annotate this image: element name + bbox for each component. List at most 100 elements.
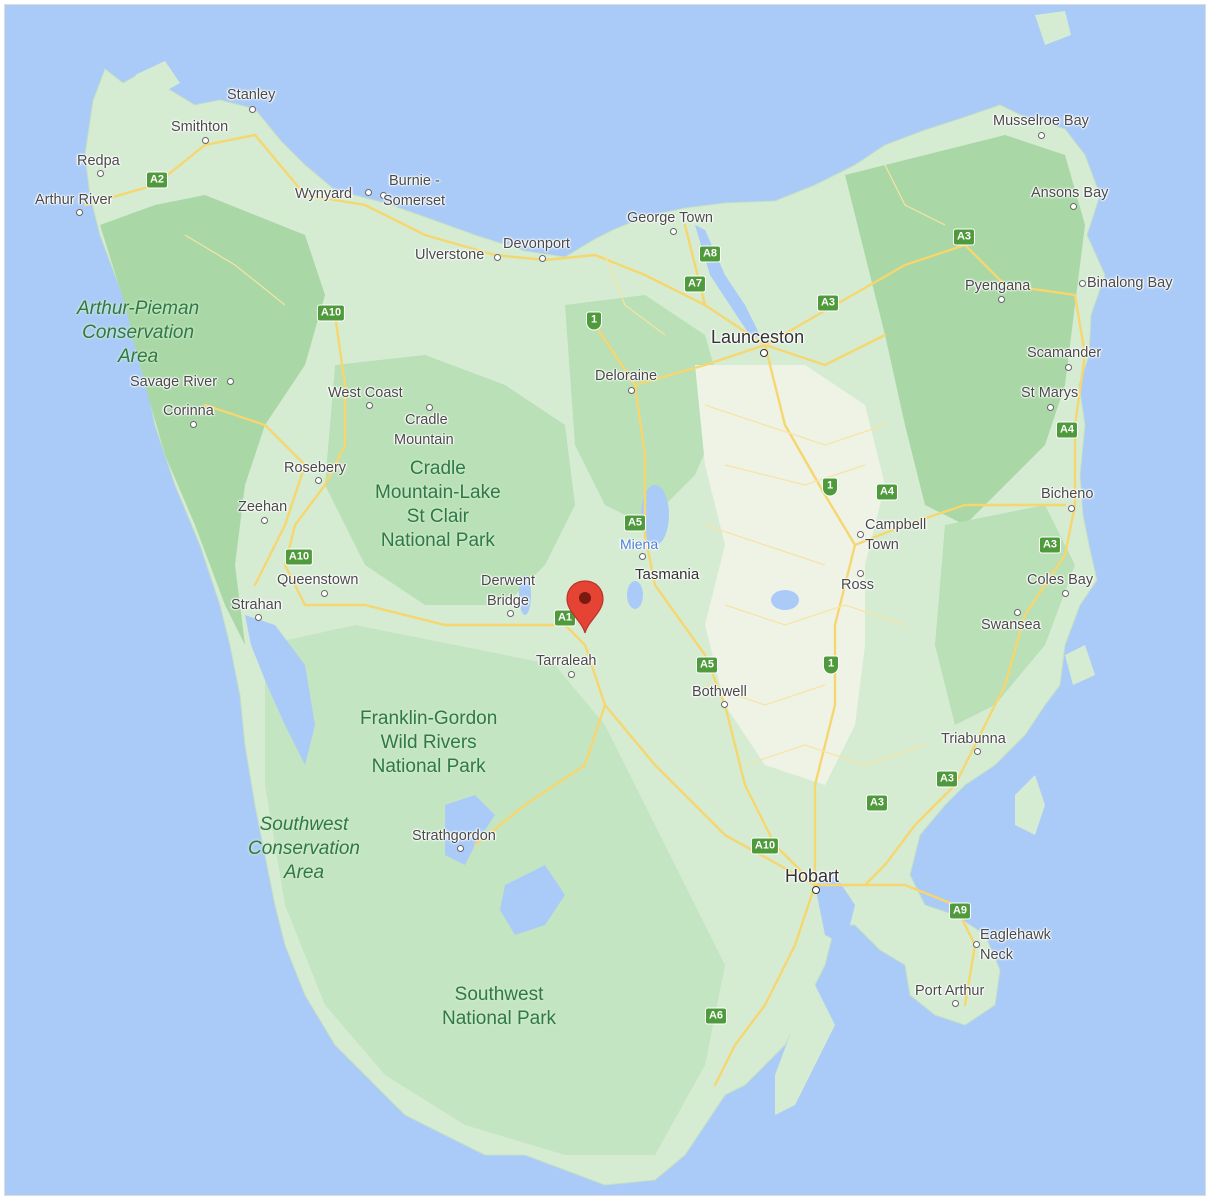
label-stanley[interactable]: Stanley	[227, 87, 276, 103]
label-corinna[interactable]: Corinna	[163, 403, 214, 419]
shield-a3-southeast[interactable]: A3	[936, 771, 958, 787]
label-binalong-bay[interactable]: Binalong Bay	[1087, 275, 1173, 291]
label-devonport[interactable]: Devonport	[503, 236, 570, 252]
urban-midlands	[695, 365, 885, 785]
binalong-bay-dot	[1079, 280, 1086, 287]
label-cradle-mountain-1[interactable]: Cradle	[405, 412, 448, 428]
label-bothwell[interactable]: Bothwell	[692, 684, 747, 700]
redpa-dot	[97, 170, 104, 177]
label-swansea[interactable]: Swansea	[981, 617, 1041, 633]
label-ross[interactable]: Ross	[841, 577, 875, 593]
shield-hwy-1-north[interactable]: 1	[587, 312, 601, 330]
label-savage-river[interactable]: Savage River	[130, 374, 218, 390]
map-viewport[interactable]: Stanley Smithton Redpa Arthur River Wyny…	[4, 4, 1206, 1196]
shield-hwy-1-south[interactable]: 1	[824, 656, 838, 674]
label-coles-bay[interactable]: Coles Bay	[1027, 572, 1094, 588]
label-campbell-town-1[interactable]: Campbell	[865, 517, 927, 533]
label-ulverstone[interactable]: Ulverstone	[415, 247, 485, 263]
label-hobart[interactable]: Hobart	[785, 866, 840, 886]
label-smithton[interactable]: Smithton	[171, 119, 229, 135]
label-eaglehawk-neck-2[interactable]: Neck	[980, 947, 1014, 963]
shield-hwy-1-mid[interactable]: 1	[823, 478, 837, 496]
label-burnie-1[interactable]: Burnie -	[389, 173, 440, 189]
macquarie-harbour	[245, 615, 315, 765]
label-george-town[interactable]: George Town	[627, 210, 713, 226]
shield-a8[interactable]: A8	[699, 246, 721, 262]
label-tasmania[interactable]: Tasmania	[635, 566, 700, 583]
label-triabunna[interactable]: Triabunna	[941, 731, 1006, 747]
lake-pedder	[500, 865, 565, 935]
shield-a10-north[interactable]: A10	[317, 305, 345, 321]
shield-a3-east[interactable]: A3	[1039, 537, 1061, 553]
shield-a3-north[interactable]: A3	[817, 295, 839, 311]
label-arthur-pieman-park[interactable]: Arthur-Pieman Conservation Area	[77, 297, 199, 369]
shield-a10-south[interactable]: A10	[751, 838, 779, 854]
label-cradle-park-line-2: Mountain-Lake	[375, 482, 501, 503]
pyengana-dot	[998, 296, 1005, 303]
label-cradle-mountain-2[interactable]: Mountain	[394, 432, 454, 448]
label-deloraine[interactable]: Deloraine	[595, 368, 658, 384]
label-zeehan[interactable]: Zeehan	[238, 499, 288, 515]
launceston-dot	[760, 349, 768, 357]
label-franklin-gordon-park[interactable]: Franklin-Gordon Wild Rivers National Par…	[360, 707, 497, 779]
label-cradle-park[interactable]: Cradle Mountain-Lake St Clair National P…	[375, 457, 501, 553]
shield-a3-south[interactable]: A3	[866, 795, 888, 811]
label-strathgordon[interactable]: Strathgordon	[412, 828, 496, 844]
shield-a1-pin[interactable]: A1	[554, 610, 576, 626]
label-queenstown[interactable]: Queenstown	[277, 572, 359, 588]
label-scamander[interactable]: Scamander	[1027, 345, 1102, 361]
label-strahan[interactable]: Strahan	[231, 597, 282, 613]
label-burnie-2[interactable]: Somerset	[383, 193, 446, 209]
label-sw-np-line-2: National Park	[442, 1008, 557, 1029]
label-pyengana[interactable]: Pyengana	[965, 278, 1031, 294]
location-pin-icon[interactable]	[565, 579, 605, 635]
label-franklin-line-1: Franklin-Gordon	[360, 708, 498, 729]
shield-a5-south[interactable]: A5	[696, 657, 718, 673]
label-sw-cons-line-2: Conservation	[248, 838, 360, 859]
strathgordon-dot	[457, 845, 464, 852]
coles-bay-dot	[1062, 590, 1069, 597]
shield-a2[interactable]: A2	[146, 172, 168, 188]
schouten-island	[1065, 645, 1095, 685]
label-launceston[interactable]: Launceston	[711, 327, 805, 347]
deloraine-dot	[628, 387, 635, 394]
label-ansons-bay[interactable]: Ansons Bay	[1031, 185, 1109, 201]
label-st-marys[interactable]: St Marys	[1021, 385, 1079, 401]
label-southwest-conservation[interactable]: Southwest Conservation Area	[248, 813, 360, 885]
label-derwent-bridge-2[interactable]: Bridge	[487, 593, 529, 609]
label-bicheno[interactable]: Bicheno	[1041, 486, 1094, 502]
bothwell-dot	[721, 701, 728, 708]
label-port-arthur[interactable]: Port Arthur	[915, 983, 985, 999]
shield-a7[interactable]: A7	[684, 276, 706, 292]
label-derwent-bridge-1[interactable]: Derwent	[481, 573, 535, 589]
label-cradle-park-line-1: Cradle	[409, 458, 466, 479]
label-campbell-town-2[interactable]: Town	[865, 537, 899, 553]
label-franklin-line-3: National Park	[371, 756, 486, 777]
shield-a5-north[interactable]: A5	[624, 515, 646, 531]
map-canvas[interactable]	[5, 5, 1206, 1196]
shield-a9[interactable]: A9	[949, 903, 971, 919]
rosebery-dot	[315, 477, 322, 484]
label-redpa[interactable]: Redpa	[77, 153, 120, 169]
shield-a10-west[interactable]: A10	[285, 549, 313, 565]
shield-a4-east[interactable]: A4	[1056, 422, 1078, 438]
miena-dot	[639, 553, 646, 560]
shield-a6[interactable]: A6	[705, 1008, 727, 1024]
swansea-dot	[1014, 609, 1021, 616]
label-west-coast[interactable]: West Coast	[328, 385, 403, 401]
label-musselroe-bay[interactable]: Musselroe Bay	[993, 113, 1089, 129]
label-rosebery[interactable]: Rosebery	[284, 460, 347, 476]
label-southwest-national-park[interactable]: Southwest National Park	[442, 983, 556, 1031]
label-arthur-river[interactable]: Arthur River	[35, 192, 113, 208]
cradle-mountain-dot	[426, 404, 433, 411]
lake-sorell	[771, 590, 799, 610]
shield-a3-northeast[interactable]: A3	[953, 229, 975, 245]
label-miena[interactable]: Miena	[620, 536, 659, 552]
shield-a4-mid[interactable]: A4	[876, 484, 898, 500]
label-arthur-pieman-line-1: Arthur-Pieman	[77, 298, 200, 319]
label-tarraleah[interactable]: Tarraleah	[536, 653, 597, 669]
label-wynyard[interactable]: Wynyard	[295, 186, 353, 202]
lake-st-clair	[519, 575, 531, 615]
stanley-dot	[249, 106, 256, 113]
label-eaglehawk-neck-1[interactable]: Eaglehawk	[980, 927, 1051, 943]
